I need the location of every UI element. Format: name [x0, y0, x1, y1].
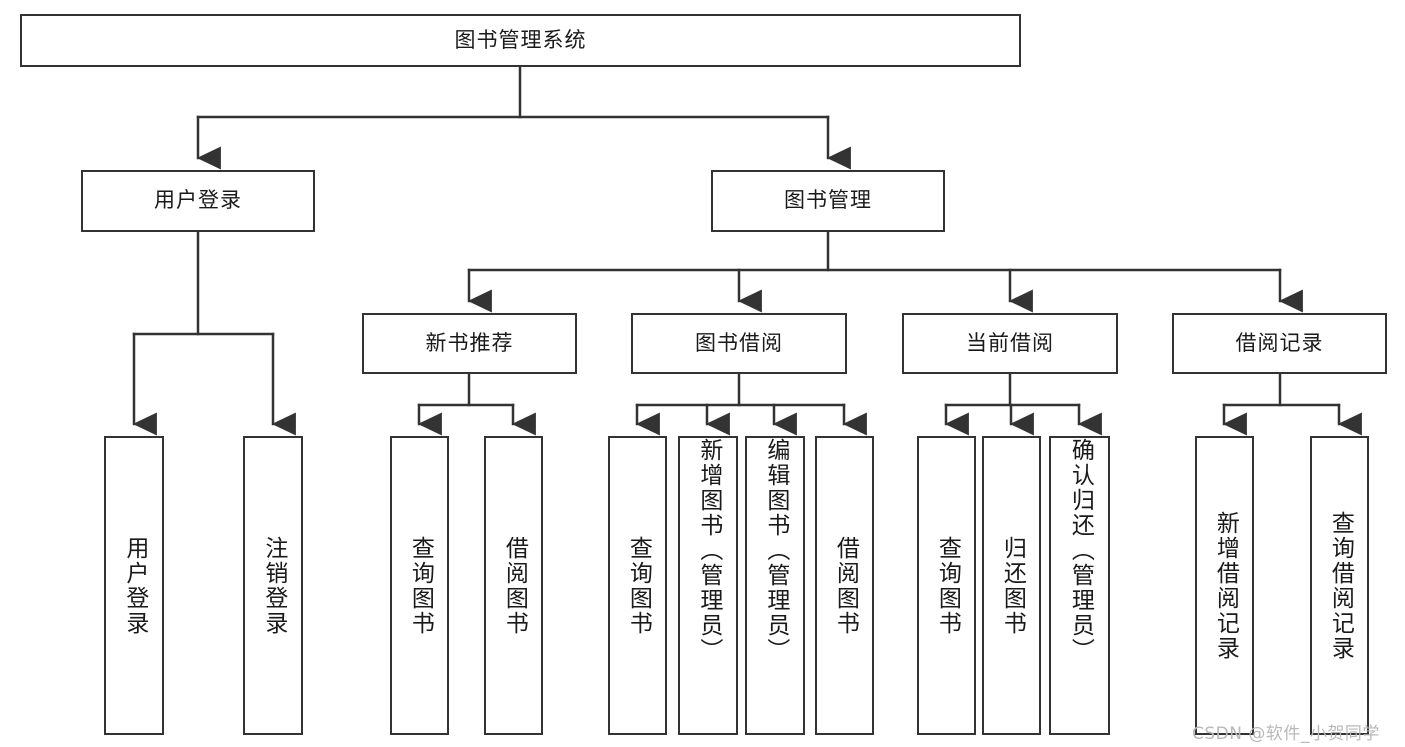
node-user-login[interactable]: 用户登录 — [81, 170, 315, 232]
node-leaf-add-borrow-record[interactable]: 新增借阅记录 — [1195, 436, 1254, 735]
node-current-borrow[interactable]: 当前借阅 — [902, 313, 1118, 374]
node-new-book-recommend[interactable]: 新书推荐 — [362, 313, 577, 374]
node-leaf-edit-book-admin-label: 编辑图书（管理员） — [762, 438, 789, 663]
node-leaf-add-borrow-record-label: 新增借阅记录 — [1212, 510, 1239, 661]
node-book-manage-label: 图书管理 — [784, 188, 872, 213]
node-leaf-query-book-3[interactable]: 查询图书 — [917, 436, 976, 735]
node-leaf-query-borrow-record[interactable]: 查询借阅记录 — [1310, 436, 1369, 735]
node-current-borrow-label: 当前借阅 — [966, 330, 1054, 355]
node-leaf-add-book-admin-label: 新增图书（管理员） — [695, 438, 722, 663]
node-book-borrow-label: 图书借阅 — [695, 330, 783, 355]
node-leaf-query-book-3-label: 查询图书 — [934, 535, 961, 636]
node-root[interactable]: 图书管理系统 — [20, 14, 1021, 67]
node-book-borrow[interactable]: 图书借阅 — [631, 313, 847, 374]
csdn-watermark: CSDN @软件_小贺同学 — [1192, 719, 1380, 744]
csdn-watermark-text: CSDN @软件_小贺同学 — [1192, 724, 1380, 744]
node-leaf-user-logout[interactable]: 注销登录 — [243, 436, 303, 735]
node-root-label: 图书管理系统 — [454, 27, 587, 52]
node-borrow-record-label: 借阅记录 — [1235, 330, 1324, 355]
node-leaf-borrow-book-1[interactable]: 借阅图书 — [484, 436, 543, 735]
node-leaf-user-login-label: 用户登录 — [121, 535, 148, 636]
node-leaf-user-login[interactable]: 用户登录 — [104, 436, 164, 735]
node-new-book-recommend-label: 新书推荐 — [425, 330, 514, 355]
node-leaf-borrow-book-2[interactable]: 借阅图书 — [815, 436, 874, 735]
node-book-manage[interactable]: 图书管理 — [711, 170, 945, 232]
node-leaf-query-book-1[interactable]: 查询图书 — [390, 436, 449, 735]
node-leaf-confirm-return-admin[interactable]: 确认归还（管理员） — [1049, 436, 1110, 735]
node-leaf-query-book-2-label: 查询图书 — [625, 535, 652, 636]
node-leaf-query-book-2[interactable]: 查询图书 — [608, 436, 667, 735]
node-leaf-return-book[interactable]: 归还图书 — [982, 436, 1041, 735]
node-leaf-query-borrow-record-label: 查询借阅记录 — [1327, 510, 1354, 661]
node-leaf-query-book-1-label: 查询图书 — [407, 535, 434, 636]
node-borrow-record[interactable]: 借阅记录 — [1172, 313, 1387, 374]
node-leaf-add-book-admin[interactable]: 新增图书（管理员） — [678, 436, 738, 735]
node-leaf-edit-book-admin[interactable]: 编辑图书（管理员） — [745, 436, 805, 735]
node-user-login-label: 用户登录 — [154, 188, 242, 213]
node-leaf-user-logout-label: 注销登录 — [260, 535, 287, 636]
node-leaf-borrow-book-1-label: 借阅图书 — [501, 535, 528, 636]
node-leaf-return-book-label: 归还图书 — [999, 535, 1026, 636]
node-leaf-borrow-book-2-label: 借阅图书 — [832, 535, 859, 636]
node-leaf-confirm-return-admin-label: 确认归还（管理员） — [1067, 438, 1094, 663]
